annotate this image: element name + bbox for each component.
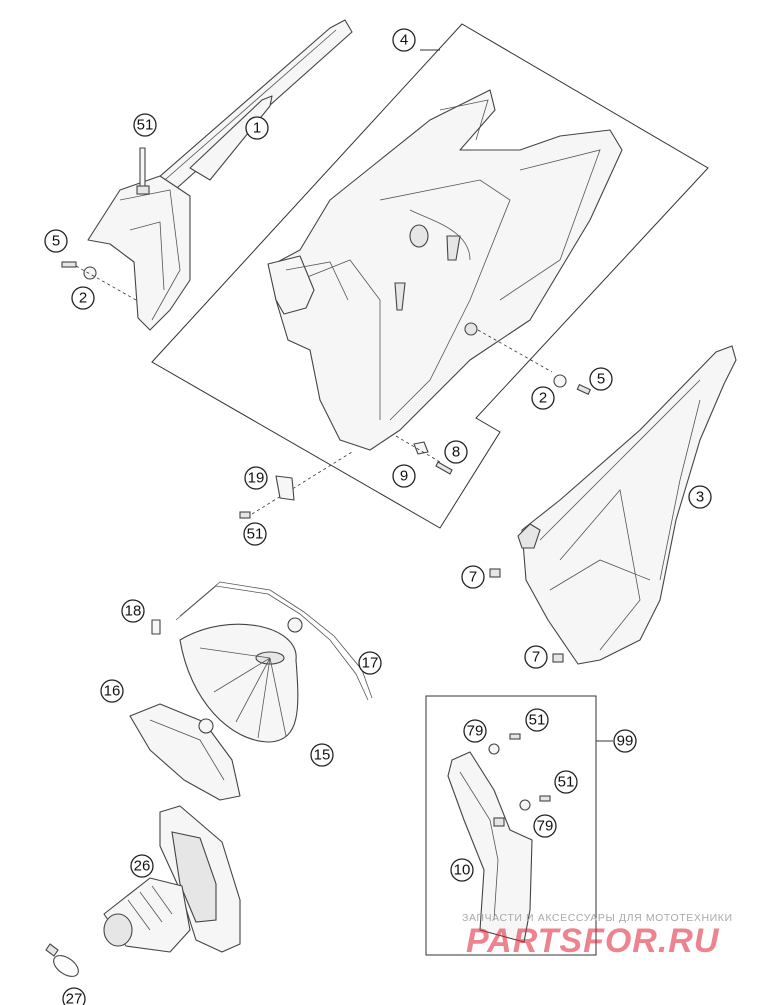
callout-51: 51 (243, 522, 267, 546)
svg-text:8: 8 (452, 444, 460, 461)
filter-support-part-16 (129, 703, 241, 801)
callout-79: 79 (463, 719, 487, 743)
callout-7: 7 (524, 645, 548, 669)
svg-text:4: 4 (400, 32, 408, 49)
callout-10: 10 (450, 858, 474, 882)
callout-17: 17 (358, 651, 382, 675)
kit-99-frame (425, 695, 597, 956)
svg-text:2: 2 (79, 290, 87, 307)
callout-26: 26 (130, 854, 154, 878)
callout-9: 9 (392, 464, 416, 488)
airbox-group-frame (151, 23, 709, 529)
intake-cover-part-10 (447, 733, 551, 943)
callout-3: 3 (688, 485, 712, 509)
callout-5: 5 (44, 229, 68, 253)
svg-text:26: 26 (134, 858, 151, 875)
svg-text:1: 1 (253, 120, 261, 137)
callout-19: 19 (244, 466, 268, 490)
side-cover-part-3 (517, 345, 737, 665)
svg-text:5: 5 (52, 233, 60, 250)
callout-2: 2 (531, 386, 555, 410)
callout-15: 15 (310, 743, 334, 767)
svg-text:9: 9 (400, 468, 408, 485)
callout-1: 1 (245, 116, 269, 140)
callout-8: 8 (444, 440, 468, 464)
svg-text:7: 7 (532, 649, 540, 666)
airbox-part-4 (267, 89, 623, 451)
svg-text:79: 79 (467, 723, 484, 740)
svg-text:19: 19 (248, 470, 265, 487)
svg-text:5: 5 (597, 371, 605, 388)
pin-part-18 (151, 619, 161, 635)
lower-fasteners (239, 435, 453, 519)
callout-5: 5 (589, 367, 613, 391)
svg-text:3: 3 (696, 489, 704, 506)
left-bolt-and-washer (61, 261, 137, 301)
callout-2: 2 (71, 286, 95, 310)
svg-text:51: 51 (529, 712, 546, 729)
svg-text:99: 99 (617, 733, 634, 750)
callout-16: 16 (100, 679, 124, 703)
hose-clamp-part-27 (45, 943, 79, 977)
svg-text:27: 27 (66, 991, 83, 1005)
svg-text:2: 2 (539, 390, 547, 407)
right-bolt-and-washer (477, 329, 592, 395)
cover-screws (489, 568, 564, 663)
watermark-logo: PARTSFOR.RU (466, 922, 720, 960)
callout-27: 27 (62, 987, 86, 1005)
svg-text:18: 18 (125, 603, 142, 620)
svg-text:15: 15 (314, 747, 331, 764)
callout-51: 51 (554, 770, 578, 794)
svg-text:10: 10 (454, 862, 471, 879)
left-bracket-assembly (87, 147, 191, 331)
svg-text:79: 79 (537, 818, 554, 835)
air-filter-part-15 (179, 623, 299, 743)
callout-99: 99 (613, 729, 637, 753)
intake-boot-part-26 (103, 805, 241, 953)
svg-text:51: 51 (247, 526, 264, 543)
callout-51: 51 (525, 708, 549, 732)
callout-18: 18 (121, 599, 145, 623)
callout-51: 51 (133, 113, 157, 137)
svg-text:7: 7 (469, 569, 477, 586)
callout-7: 7 (461, 565, 485, 589)
watermark-caption: ЗАПЧАСТИ И АКСЕССУАРЫ ДЛЯ МОТОТЕХНИКИ (462, 912, 733, 924)
svg-text:51: 51 (558, 774, 575, 791)
callout-79: 79 (533, 814, 557, 838)
svg-text:17: 17 (362, 655, 379, 672)
callout-4: 4 (392, 28, 416, 52)
svg-text:51: 51 (137, 117, 154, 134)
svg-text:16: 16 (104, 683, 121, 700)
